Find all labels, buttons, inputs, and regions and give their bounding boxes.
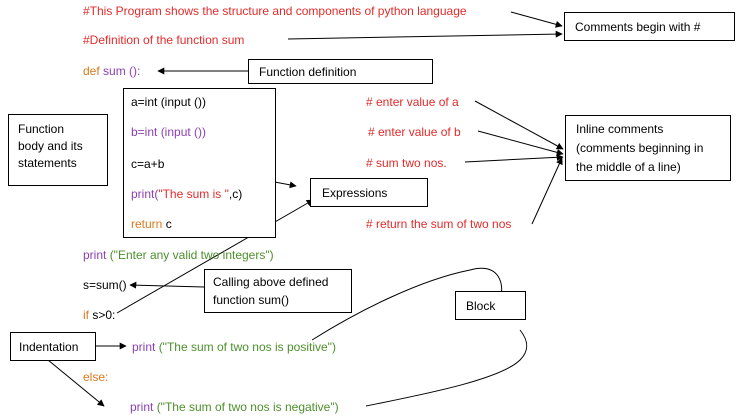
function-definition-label: Function definition	[259, 65, 357, 79]
comments-begin-label-box: Comments begin with #	[564, 12, 735, 41]
arrow-call-to-expr	[116, 199, 314, 314]
code-line-c: c=a+b	[131, 157, 165, 171]
inline-comments-label-box: Inline comments (comments beginning in t…	[565, 115, 731, 181]
return-value: c	[165, 217, 172, 231]
inline-comment-sum: # sum two nos.	[366, 156, 447, 170]
inline-comment-b: # enter value of b	[368, 125, 461, 139]
code-line-print4: print ("The sum of two nos is negative")	[130, 400, 339, 414]
if-condition: s>0:	[92, 308, 116, 322]
if-keyword: if	[83, 308, 89, 322]
function-body-box	[123, 88, 276, 238]
expressions-label: Expressions	[322, 186, 388, 200]
calling-label-1: Calling above defined	[213, 275, 329, 289]
code-line-a: a=int (input ())	[131, 95, 207, 109]
arrow-inline-c2	[477, 130, 564, 156]
code-line-else: else:	[83, 370, 109, 384]
code-line-s: s=sum()	[83, 278, 127, 292]
block-brace-line-lower	[365, 329, 528, 407]
inline-comment-a: # enter value of a	[366, 95, 459, 109]
function-body-label-2: body and its	[18, 139, 83, 153]
arrow-comment-to-label	[510, 11, 563, 28]
code-line-return: return c	[131, 217, 172, 231]
indentation-label-box: Indentation	[10, 332, 96, 361]
return-keyword: return	[131, 217, 163, 231]
print3-keyword: print	[132, 340, 156, 354]
print1-keyword: print(	[131, 187, 159, 201]
code-line-if: if s>0:	[83, 308, 115, 322]
calling-label-2: function sum()	[213, 293, 290, 307]
def-signature: sum ():	[103, 64, 141, 78]
print4-string: ("The sum of two nos is negative")	[156, 400, 339, 414]
arrow-inline-c3	[464, 153, 564, 163]
inline-comments-label-2: (comments beginning in	[576, 141, 704, 155]
inline-comments-label-3: the middle of a line)	[576, 160, 681, 174]
def-keyword: def	[83, 64, 100, 78]
function-body-label-1: Function	[18, 122, 65, 136]
code-line-print3: print ("The sum of two nos is positive")	[132, 340, 336, 354]
comments-begin-label: Comments begin with #	[575, 20, 701, 34]
definition-comment: #Definition of the function sum	[83, 33, 245, 47]
block-label: Block	[466, 299, 496, 313]
function-body-label-3: statements	[18, 156, 77, 170]
calling-label-box: Calling above defined function sum()	[204, 269, 352, 313]
arrow-inline-c1	[474, 100, 564, 150]
arrow-indent-to-else	[47, 359, 105, 407]
arrow-definition-comment-to-label	[287, 30, 563, 40]
print2-string: ("Enter any valid two integers")	[109, 248, 274, 262]
indentation-label: Indentation	[19, 340, 79, 354]
code-line-print1: print("The sum is ",c)	[131, 187, 242, 201]
function-definition-label-box: Function definition	[248, 59, 433, 84]
inline-comment-return: # return the sum of two nos	[366, 217, 512, 231]
inline-comments-label-1: Inline comments	[576, 122, 664, 136]
arrow-inline-c4	[531, 157, 563, 225]
function-body-label-box: Function body and its statements	[8, 114, 108, 186]
block-label-box: Block	[455, 291, 526, 320]
def-line: def sum ():	[83, 64, 140, 78]
print3-string: ("The sum of two nos is positive")	[158, 340, 336, 354]
code-line-b: b=int (input ())	[131, 125, 207, 139]
code-line-print2: print ("Enter any valid two integers")	[83, 248, 274, 262]
print2-keyword: print	[83, 248, 107, 262]
print4-keyword: print	[130, 400, 154, 414]
print1-string: "The sum is "	[158, 187, 229, 201]
print1-rest: ,c)	[228, 187, 243, 201]
expressions-label-box: Expressions	[310, 178, 428, 207]
block-brace-line	[311, 267, 503, 341]
header-comment: #This Program shows the structure and co…	[83, 4, 467, 18]
arrow-calling-to-s	[129, 281, 205, 289]
